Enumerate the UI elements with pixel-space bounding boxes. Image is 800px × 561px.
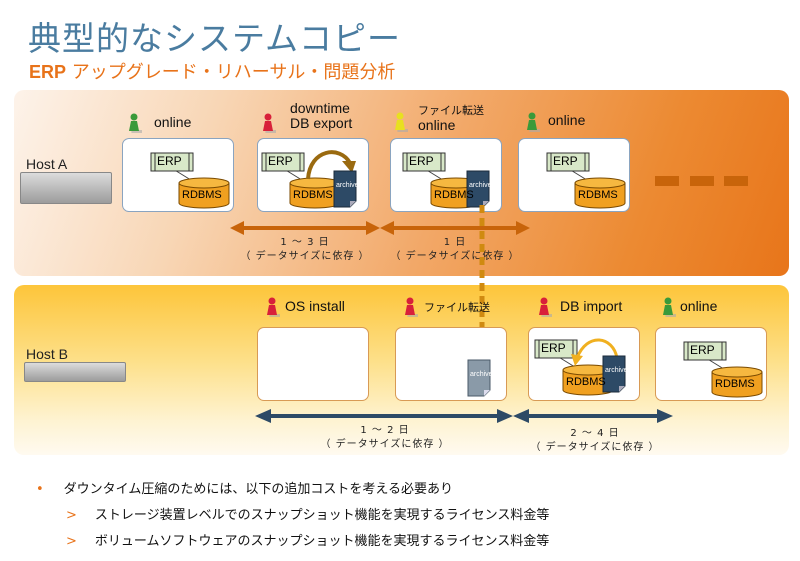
bullet-main: • ダウンタイム圧縮のためには、以下の追加コストを考える必要あり: [36, 478, 453, 497]
erp-label: ERP: [157, 154, 182, 168]
stage-b3-box: ERP RDBMS archive: [528, 327, 640, 401]
duration-b2: 2 ～ 4 日 （ データサイズに依存 ）: [515, 427, 675, 455]
stage-a3-status-1: ファイル転送: [418, 104, 484, 117]
bullet-sub-text: ボリュームソフトウェアのスナップショット機能を実現するライセンス料金等: [94, 534, 550, 549]
pawn-green-icon: [527, 112, 540, 132]
duration-b1: 1 ～ 2 日 （ データサイズに依存 ）: [300, 424, 470, 452]
host-b-server-icon: [24, 362, 126, 382]
erp-label: ERP: [268, 154, 293, 168]
archive-label: archive: [470, 371, 493, 378]
duration-a1-note: （ データサイズに依存 ）: [240, 251, 370, 262]
rdbms-label: RDBMS: [182, 189, 222, 201]
duration-b2-days: 2 ～ 4 日: [570, 428, 620, 439]
erp-label: ERP: [409, 154, 434, 168]
pawn-green-icon: [663, 297, 676, 317]
stage-a4-status: online: [548, 112, 586, 128]
bullet-sub: > ストレージ装置レベルでのスナップショット機能を実現するライセンス料金等: [66, 504, 549, 523]
continuation-dash: [724, 176, 748, 186]
duration-b1-note: （ データサイズに依存 ）: [320, 439, 450, 450]
rdbms-label: RDBMS: [566, 376, 606, 388]
stage-a2-status-1: downtime: [290, 100, 350, 116]
erp-label: ERP: [553, 154, 578, 168]
stage-a2-box: ERP RDBMS archive: [257, 138, 369, 212]
bullet-main-text: ダウンタイム圧縮のためには、以下の追加コストを考える必要あり: [63, 482, 454, 497]
host-b-label: Host B: [26, 346, 69, 362]
archive-label: archive: [469, 182, 492, 189]
host-a-duration-arrows: [230, 221, 530, 235]
pawn-red-icon: [263, 113, 276, 133]
page-title: 典型的なシステムコピー: [28, 19, 402, 58]
erp-label: ERP: [690, 343, 715, 357]
bullet-marker: •: [36, 482, 44, 497]
duration-a1-days: 1 ～ 3 日: [280, 237, 330, 248]
rdbms-label: RDBMS: [434, 189, 474, 201]
archive-label: archive: [605, 367, 628, 374]
bullet-sub-text: ストレージ装置レベルでのスナップショット機能を実現するライセンス料金等: [94, 508, 550, 523]
duration-a2: 1 日 （ データサイズに依存 ）: [380, 236, 530, 264]
duration-a2-note: （ データサイズに依存 ）: [390, 251, 520, 262]
pawn-red-icon: [405, 297, 418, 317]
stage-b2-box: archive: [395, 327, 507, 401]
pawn-green-icon: [129, 113, 142, 133]
sub-bullet-marker: >: [66, 534, 77, 549]
erp-label: ERP: [541, 341, 566, 355]
stage-b2-status: ファイル転送: [424, 301, 490, 314]
duration-b2-note: （ データサイズに依存 ）: [530, 442, 660, 453]
stage-a3-box: ERP RDBMS archive: [390, 138, 502, 212]
archive-label: archive: [336, 182, 359, 189]
continuation-dash: [655, 176, 679, 186]
subtitle-erp: ERP: [29, 62, 67, 82]
duration-a1: 1 ～ 3 日 （ データサイズに依存 ）: [230, 236, 380, 264]
continuation-dash: [690, 176, 714, 186]
stage-b4-box: ERP RDBMS: [655, 327, 767, 401]
bullet-sub: > ボリュームソフトウェアのスナップショット機能を実現するライセンス料金等: [66, 530, 549, 549]
stage-b1-status: OS install: [285, 298, 345, 314]
sub-bullet-marker: >: [66, 508, 77, 523]
rdbms-label: RDBMS: [578, 189, 618, 201]
page-subtitle: ERP アップグレード・リハーサル・問題分析: [29, 58, 395, 84]
subtitle-text: アップグレード・リハーサル・問題分析: [66, 62, 396, 83]
stage-a1-box: ERP RDBMS: [122, 138, 234, 212]
rdbms-label: RDBMS: [293, 189, 333, 201]
stage-a1-status: online: [154, 114, 192, 130]
pawn-red-icon: [539, 297, 552, 317]
stage-a4-box: ERP RDBMS: [518, 138, 630, 212]
stage-a2-status-2: DB export: [290, 115, 353, 131]
pawn-red-icon: [267, 297, 280, 317]
host-a-label: Host A: [26, 156, 68, 172]
rdbms-label: RDBMS: [715, 378, 755, 390]
stage-a3-status-2: online: [418, 117, 456, 133]
stage-b4-status: online: [680, 298, 718, 314]
duration-b1-days: 1 ～ 2 日: [360, 425, 410, 436]
host-a-server-icon: [20, 172, 112, 204]
stage-b1-box: [257, 327, 369, 401]
stage-b3-status: DB import: [560, 298, 623, 314]
host-b-duration-arrows: [255, 409, 673, 423]
pawn-yellow-icon: [395, 112, 408, 132]
duration-a2-days: 1 日: [443, 237, 467, 248]
